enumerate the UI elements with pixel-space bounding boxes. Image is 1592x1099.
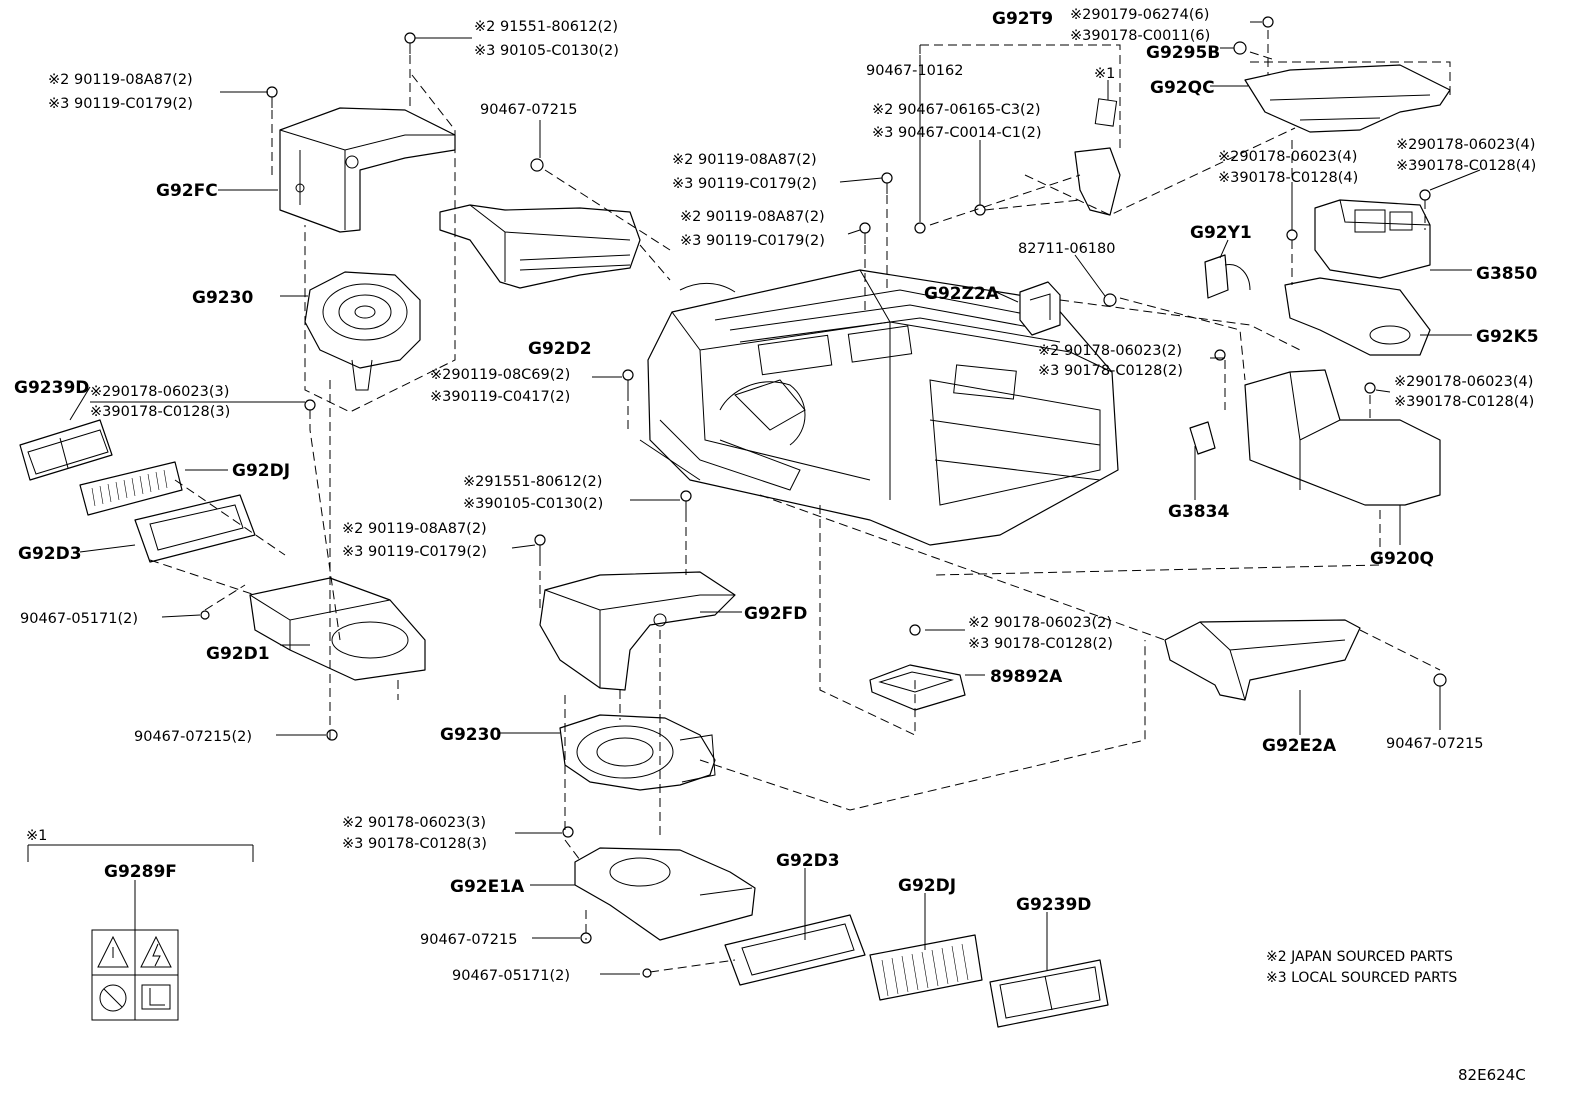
duct-g92d1-drawing	[249, 577, 426, 681]
legend-japan: ※2 JAPAN SOURCED PARTS	[1266, 949, 1453, 965]
label-90178-06023-tr: ※290178-06023(4)	[1396, 137, 1535, 153]
label-90467-07215-r: 90467-07215	[1386, 736, 1484, 752]
label-g3834: G3834	[1168, 502, 1229, 522]
label-90178-c0011: ※390178-C0011(6)	[1070, 28, 1210, 44]
label-g920q: G920Q	[1370, 549, 1434, 569]
label-90119-08a87-m: ※2 90119-08A87(2)	[342, 521, 487, 537]
label-90105-mid: ※390105-C0130(2)	[463, 496, 603, 512]
label-90178-06023-tr2: ※290178-06023(4)	[1218, 149, 1357, 165]
label-90467-c0014: ※3 90467-C0014-C1(2)	[872, 125, 1042, 141]
filter-g92dj-left-drawing	[79, 461, 183, 516]
label-g9230-bottom: G9230	[440, 725, 501, 745]
label-g92qc: G92QC	[1150, 78, 1215, 98]
label-90178-c0128-r: ※390178-C0128(4)	[1394, 394, 1534, 410]
label-g92dj-left: G92DJ	[232, 461, 290, 481]
label-g92d2: G92D2	[528, 339, 592, 359]
label-90179-06274: ※290179-06274(6)	[1070, 7, 1209, 23]
label-90467-06165: ※2 90467-06165-C3(2)	[872, 102, 1041, 118]
label-90467-10162: 90467-10162	[866, 63, 964, 79]
label-90178-06023-b: ※2 90178-06023(3)	[342, 815, 486, 831]
label-g92z2a: G92Z2A	[924, 284, 1000, 304]
label-g9239d-left: G9239D	[14, 378, 89, 398]
relay-g92z2a-drawing	[1019, 281, 1061, 336]
label-90467-07215-b: 90467-07215	[420, 932, 518, 948]
ecu-89892a-drawing	[869, 664, 966, 711]
block-g3850-drawing	[1314, 199, 1431, 279]
filter-g9239d-bottom-drawing	[989, 959, 1109, 1028]
label-91551-mid: ※291551-80612(2)	[463, 474, 602, 490]
label-g92dj-bottom: G92DJ	[898, 876, 956, 896]
label-90119-08a87-c2: ※2 90119-08A87(2)	[680, 209, 825, 225]
label-90467-07215-l: 90467-07215(2)	[134, 729, 252, 745]
frame-g92d3-bottom-drawing	[724, 914, 866, 986]
label-90119-08a87-tl: ※2 90119-08A87(2)	[48, 72, 193, 88]
label-g92y1: G92Y1	[1190, 223, 1252, 243]
frame-g92d3-left-drawing	[134, 494, 256, 563]
blower-lower-drawing	[559, 714, 716, 791]
label-g92e2a: G92E2A	[1262, 736, 1337, 756]
label-g9230-top: G9230	[192, 288, 253, 308]
label-90178-c0128-tr2: ※390178-C0128(4)	[1218, 170, 1358, 186]
label-90467-05171-l: 90467-05171(2)	[20, 611, 138, 627]
label-g92t9: G92T9	[992, 9, 1053, 29]
label-90178-06023-89: ※2 90178-06023(2)	[968, 615, 1112, 631]
bracket-g92fc-drawing	[279, 107, 456, 233]
label-82711-06180: 82711-06180	[1018, 241, 1116, 257]
label-g3850: G3850	[1476, 264, 1537, 284]
label-90119-c0179-c2: ※3 90119-C0179(2)	[680, 233, 825, 249]
diagram-reference: 82E624C	[1458, 1066, 1526, 1084]
bracket-g920q-drawing	[1244, 369, 1441, 506]
label-91551-top: ※2 91551-80612(2)	[474, 19, 618, 35]
label-90178-c0128-mid: ※3 90178-C0128(2)	[1038, 363, 1183, 379]
bracket-g92k5-drawing	[1284, 277, 1431, 356]
label-90467-07215-top: 90467-07215	[480, 102, 578, 118]
label-90119-08a87-c1: ※2 90119-08A87(2)	[672, 152, 817, 168]
label-90119-c0179-tl: ※3 90119-C0179(2)	[48, 96, 193, 112]
label-90119-08c69: ※290119-08C69(2)	[430, 367, 570, 383]
label-g9295b: G9295B	[1146, 43, 1220, 63]
assembly-lines	[149, 30, 1451, 973]
label-90178-06023-r: ※290178-06023(4)	[1394, 374, 1533, 390]
label-90119-c0179-c1: ※3 90119-C0179(2)	[672, 176, 817, 192]
label-g92d1: G92D1	[206, 644, 270, 664]
legend-local: ※3 LOCAL SOURCED PARTS	[1266, 970, 1457, 986]
label-g92k5: G92K5	[1476, 327, 1539, 347]
label-90178-06023-l: ※290178-06023(3)	[90, 384, 229, 400]
sensor-g92y1-drawing	[1204, 254, 1251, 299]
label-note1-legend: ※1	[26, 828, 47, 844]
label-note1-mid: ※1	[1094, 66, 1115, 82]
bracket-g92t9-drawing	[1074, 98, 1121, 216]
label-g92e1a: G92E1A	[450, 877, 525, 897]
duct-g92e1a-drawing	[574, 847, 756, 941]
label-g92d3-left: G92D3	[18, 544, 82, 564]
label-g9289f: G9289F	[104, 862, 177, 882]
label-90178-c0128-b: ※3 90178-C0128(3)	[342, 836, 487, 852]
label-90178-c0128-l: ※390178-C0128(3)	[90, 404, 230, 420]
cover-g92qc-drawing	[1244, 64, 1451, 133]
label-90178-06023-mid: ※2 90178-06023(2)	[1038, 343, 1182, 359]
label-g9239d-bottom: G9239D	[1016, 895, 1091, 915]
label-90119-c0417: ※390119-C0417(2)	[430, 389, 570, 405]
battery-pack-drawing	[639, 269, 1119, 546]
bracket-g92fd-drawing	[539, 571, 736, 691]
duct-g92e2a-drawing	[1164, 619, 1361, 701]
warning-label-g9289f-drawing	[91, 929, 179, 1021]
filter-g9239d-left-drawing	[19, 419, 113, 481]
label-90178-c0128-tr: ※390178-C0128(4)	[1396, 158, 1536, 174]
label-g92d3-bottom: G92D3	[776, 851, 840, 871]
label-g92fc: G92FC	[156, 181, 218, 201]
filter-g92dj-bottom-drawing	[869, 934, 983, 1001]
label-90467-05171-b: 90467-05171(2)	[452, 968, 570, 984]
leader-lines	[27, 21, 1481, 975]
label-g92fd: G92FD	[744, 604, 807, 624]
label-90119-c0179-m: ※3 90119-C0179(2)	[342, 544, 487, 560]
duct-g92d2-drawing	[439, 204, 641, 289]
label-89892a: 89892A	[990, 667, 1063, 687]
part-g3834-drawing	[1189, 421, 1216, 455]
label-90178-c0128-89: ※3 90178-C0128(2)	[968, 636, 1113, 652]
blower-upper-drawing	[304, 271, 421, 391]
label-90105-top: ※3 90105-C0130(2)	[474, 43, 619, 59]
